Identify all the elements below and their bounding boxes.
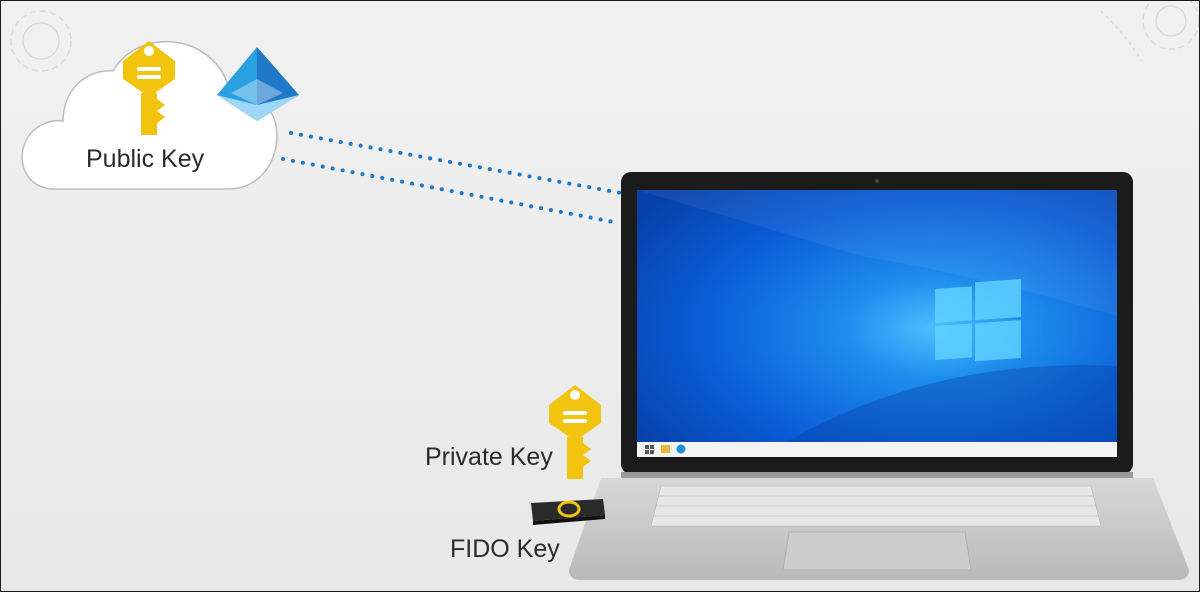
private-key-icon [549, 385, 601, 479]
azure-ad-pyramid-icon [217, 47, 299, 121]
edge-icon [676, 444, 686, 454]
private-key-label: Private Key [425, 443, 553, 471]
trackpad [782, 531, 972, 571]
taskbar [637, 442, 1117, 457]
public-key-icon [123, 41, 175, 135]
laptop-icon [569, 172, 1189, 580]
fido-security-key-icon [531, 499, 605, 525]
fido-key-label: FIDO Key [450, 535, 560, 563]
laptop-screen [637, 190, 1117, 457]
keyboard-keys [653, 495, 1099, 517]
explorer-icon [661, 445, 670, 453]
windows-logo-icon [935, 278, 1021, 362]
public-key-label: Public Key [86, 145, 205, 173]
connector-line-lower [281, 157, 621, 225]
start-icon [645, 445, 654, 454]
